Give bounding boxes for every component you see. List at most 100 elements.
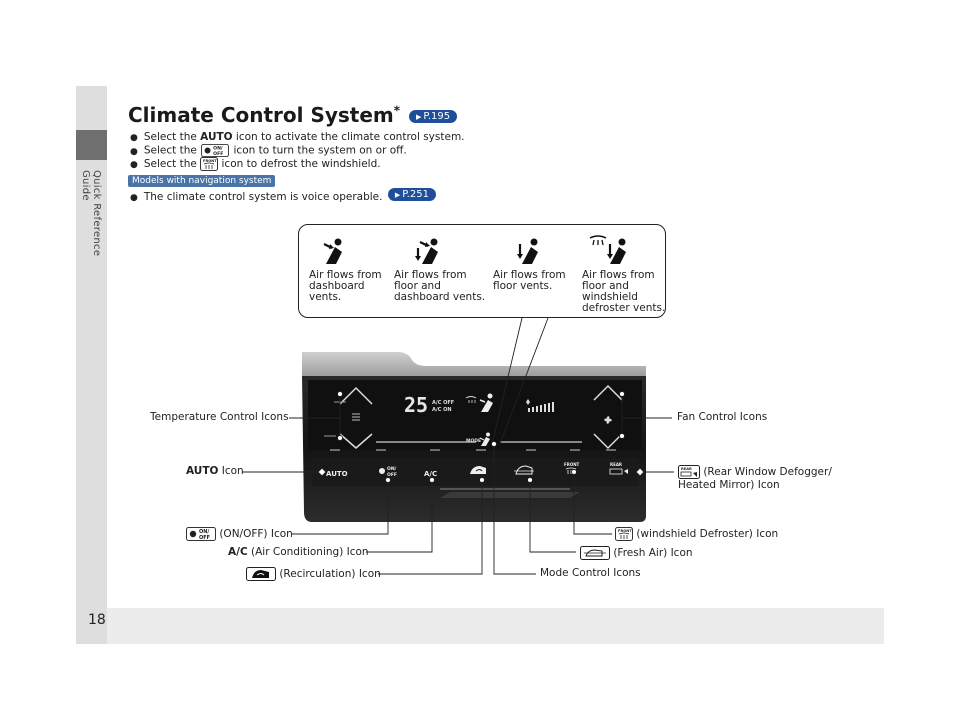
airflow-label-line: floor and (394, 280, 441, 292)
airflow-modes-callout (298, 224, 666, 318)
label-on-off-text: (ON/OFF) Icon (216, 528, 293, 540)
label-auto-icon: AUTO Icon (186, 465, 244, 477)
airflow-label-line: vents. (309, 291, 342, 303)
sidebar-label: Quick Reference Guide (80, 170, 102, 257)
mode-button-icon[interactable] (479, 432, 490, 447)
mode-button-text: MODE (466, 438, 481, 444)
title-page-ref-link[interactable]: ▶P.195 (409, 110, 458, 123)
airflow-label-line: Air flows from (394, 269, 467, 281)
airflow-mode-icons (323, 235, 626, 264)
rear-defogger-button[interactable]: REAR (609, 462, 628, 475)
title-text: Climate Control System (128, 103, 394, 127)
recirculation-label-icon (246, 567, 276, 581)
display-mode-icon (465, 393, 493, 412)
airflow-label-line: dashboard (309, 280, 365, 292)
label-temperature-control: Temperature Control Icons (150, 411, 289, 423)
label-front-defroster: FRONT (windshield Defroster) Icon (615, 527, 778, 541)
on-off-button-top: ON/ (387, 466, 397, 472)
airflow-label-line: Air flows from (582, 269, 655, 281)
label-recirculation: (Recirculation) Icon (246, 567, 381, 581)
fan-down-chevron[interactable] (593, 433, 623, 450)
on-off-label-icon: ON/ OFF (186, 527, 216, 541)
sidebar-tab-marker (76, 130, 107, 160)
label-on-off-icon: ON/ OFF (ON/OFF) Icon (186, 527, 293, 541)
front-defroster-label-icon: FRONT (615, 527, 633, 541)
temp-down-chevron[interactable] (339, 433, 373, 449)
title-ref-text: P.195 (423, 111, 451, 122)
label-ac-rest: (Air Conditioning) Icon (247, 546, 369, 558)
label-rear-line2: Heated Mirror) Icon (678, 479, 780, 491)
fan-level-bars (526, 399, 554, 412)
label-fresh-air: (Fresh Air) Icon (580, 546, 693, 560)
ac-on-indicator: A/C ON (432, 407, 452, 413)
airflow-label-line: windshield (582, 291, 638, 303)
front-button-text: FRONT (564, 462, 580, 467)
voice-page-ref-link[interactable]: ▶P.251 (387, 188, 436, 201)
bullet-text: icon to defrost the windshield. (218, 158, 381, 170)
title-asterisk: * (393, 103, 401, 118)
airflow-label-line: Air flows from (309, 269, 382, 281)
front-icon-text: FRONT (203, 159, 217, 163)
label-ac-bold: A/C (228, 546, 248, 558)
airflow-label-line: floor vents. (493, 280, 553, 292)
airflow-floor-defrost-icon (589, 235, 626, 264)
auto-button[interactable]: AUTO (326, 470, 348, 478)
bullet-text: Select the (143, 131, 201, 143)
airflow-label-line: Air flows from (493, 269, 566, 281)
fresh-air-label-icon (580, 546, 610, 560)
page-number: 18 (88, 612, 106, 628)
label-rear-defogger: REAR (Rear Window Defogger/ Heated Mirro… (678, 465, 832, 492)
bullet-text: icon to activate the climate control sys… (232, 131, 465, 143)
on-off-label-top: ON/ (199, 529, 209, 535)
rear-defogger-icon: REAR (678, 465, 700, 479)
navigation-model-badge: Models with navigation system (128, 175, 276, 187)
label-auto-rest: Icon (218, 465, 244, 477)
label-ac-icon: A/C (Air Conditioning) Icon (228, 546, 369, 558)
bullet-text: Select the (143, 144, 201, 157)
bullet-text: icon to turn the system on or off. (230, 144, 407, 157)
label-fan-control: Fan Control Icons (677, 411, 768, 423)
label-rear-line1: (Rear Window Defogger/ (700, 466, 832, 478)
label-front-text: (windshield Defroster) Icon (633, 528, 779, 540)
sidebar-strip (76, 86, 107, 644)
airflow-label-line: dashboard vents. (394, 291, 486, 303)
airflow-label-floor-dashboard: Air flows from floor and dashboard vents… (394, 270, 485, 303)
ac-button[interactable]: A/C (424, 470, 437, 478)
on-off-button[interactable]: ON/ OFF (379, 466, 397, 478)
label-auto-bold: AUTO (186, 465, 219, 477)
on-off-icon-bottom: OFF (213, 151, 223, 157)
fresh-air-button[interactable] (514, 465, 534, 475)
airflow-label-line: floor and (582, 280, 629, 292)
on-off-icon-top: ON/ (213, 146, 223, 152)
airflow-dashboard-icon (323, 238, 342, 264)
airflow-label-line: defroster vents. (582, 302, 666, 314)
temperature-display: 25 (404, 393, 428, 417)
temp-up-chevron[interactable] (339, 386, 373, 405)
fan-up-chevron[interactable] (593, 384, 623, 401)
airflow-label-floor-defrost: Air flows from floor and windshield defr… (582, 270, 665, 314)
bullet-text: Select the (143, 158, 201, 170)
recirculation-button[interactable] (470, 466, 486, 474)
on-off-icon: ON/ OFF (200, 144, 231, 157)
on-off-button-bottom: OFF (387, 472, 397, 478)
fan-icon (604, 416, 612, 424)
airflow-label-floor: Air flows from floor vents. (493, 270, 566, 292)
bullet-voice: ●The climate control system is voice ope… (130, 188, 436, 203)
label-recirc-text: (Recirculation) Icon (276, 568, 381, 580)
label-fresh-text: (Fresh Air) Icon (610, 547, 693, 559)
rear-icon-text: REAR (681, 467, 692, 471)
bullet-bold-text: AUTO (200, 131, 233, 143)
airflow-label-dashboard: Air flows from dashboard vents. (309, 270, 382, 303)
bullet-defrost: ●Select the FRONT icon to defrost the wi… (130, 157, 381, 171)
bullet-text: The climate control system is voice oper… (143, 191, 386, 203)
page-title: Climate Control System* ▶P.195 (128, 103, 458, 127)
voice-ref-text: P.251 (402, 189, 429, 200)
front-label-icon-text: FRONT (618, 529, 632, 533)
on-off-label-bottom: OFF (199, 535, 210, 541)
label-mode-control: Mode Control Icons (540, 567, 641, 579)
front-defrost-icon: FRONT (200, 157, 219, 171)
ac-off-indicator: A/C OFF (432, 400, 454, 406)
rear-button-text: REAR (610, 462, 622, 467)
airflow-floor-icon (517, 238, 538, 264)
